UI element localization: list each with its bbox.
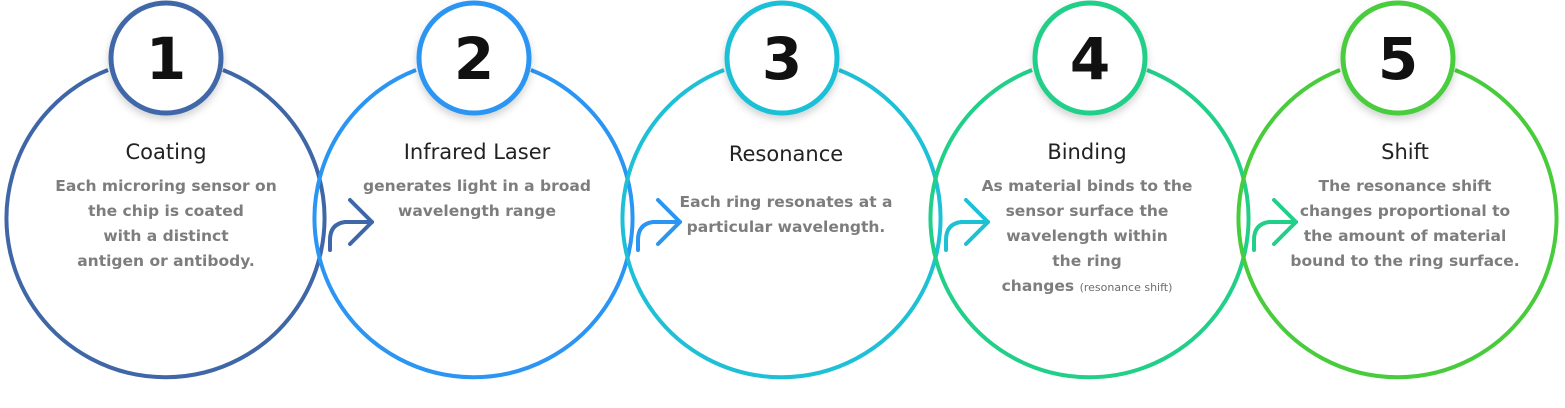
step-4-number: 4: [1070, 25, 1110, 93]
step-3-description: Each ring resonates at a particular wave…: [656, 190, 916, 240]
step-3-line: particular wavelength.: [686, 218, 886, 236]
step-3-text: Resonance Each ring resonates at a parti…: [656, 142, 916, 240]
step-4-description: As material binds to the sensor surface …: [957, 174, 1217, 300]
step-1-description: Each microring sensor on the chip is coa…: [36, 174, 296, 274]
step-4-ring: [928, 68, 1251, 380]
step-1-number-badge: [108, 0, 224, 116]
step-5-ring: [1236, 68, 1559, 380]
step-1-text: Coating Each microring sensor on the chi…: [36, 140, 296, 274]
step-4-note: (resonance shift): [1079, 281, 1173, 294]
step-5-text: Shift The resonance shift changes propor…: [1275, 140, 1535, 274]
step-2-line: generates light in a broad: [363, 177, 591, 195]
step-4-line: wavelength within: [1006, 227, 1168, 245]
step-4-title: Binding: [1047, 140, 1127, 164]
step-3-number: 3: [762, 25, 802, 93]
step-2-text: Infrared Laser generates light in a broa…: [347, 140, 607, 224]
step-2-line: wavelength range: [398, 202, 556, 220]
step-5: 5: [1236, 0, 1559, 380]
arrow-1-tail: [328, 220, 374, 252]
step-4-number-badge: [1032, 0, 1148, 116]
step-5-line: the amount of material: [1303, 227, 1507, 245]
step-2-number-badge: [416, 0, 532, 116]
step-2-title: Infrared Laser: [403, 140, 551, 164]
step-5-line: changes proportional to: [1299, 202, 1511, 220]
step-2-number: 2: [454, 25, 494, 93]
step-5-title: Shift: [1381, 140, 1429, 164]
arrow-2-tail: [636, 220, 682, 252]
step-1: 1: [4, 0, 374, 380]
arrow-3-tail: [944, 220, 990, 252]
step-4-line: As material binds to the: [981, 177, 1193, 195]
step-2-ring: [312, 68, 635, 380]
step-4-line: changes (resonance shift): [957, 274, 1217, 300]
step-5-description: The resonance shift changes proportional…: [1275, 174, 1535, 274]
step-3: 3: [620, 0, 990, 380]
step-5-line: bound to the ring surface.: [1290, 252, 1520, 270]
step-4-text: Binding As material binds to the sensor …: [957, 140, 1217, 300]
step-3-ring: [620, 68, 943, 380]
step-3-line: Each ring resonates at a: [679, 193, 893, 211]
step-4-last-line: changes: [1001, 277, 1075, 295]
step-1-number: 1: [146, 25, 186, 93]
step-5-line: The resonance shift: [1318, 177, 1492, 195]
step-1-line: Each microring sensor on: [55, 177, 277, 195]
step-3-number-badge: [724, 0, 840, 116]
step-5-number-badge: [1340, 0, 1456, 116]
step-1-line: antigen or antibody.: [77, 252, 255, 270]
step-2-description: generates light in a broad wavelength ra…: [347, 174, 607, 224]
step-1-ring: [4, 68, 327, 380]
step-3-title: Resonance: [728, 142, 844, 166]
step-4: 4: [928, 0, 1298, 380]
step-1-title: Coating: [125, 140, 207, 164]
step-4-line: sensor surface the: [1005, 202, 1169, 220]
step-1-line: with a distinct: [103, 227, 229, 245]
step-1-line: the chip is coated: [88, 202, 244, 220]
step-4-line: the ring: [1052, 252, 1122, 270]
arrow-4-tail: [1252, 220, 1298, 252]
step-2: 2: [312, 0, 682, 380]
step-5-number: 5: [1378, 25, 1418, 93]
